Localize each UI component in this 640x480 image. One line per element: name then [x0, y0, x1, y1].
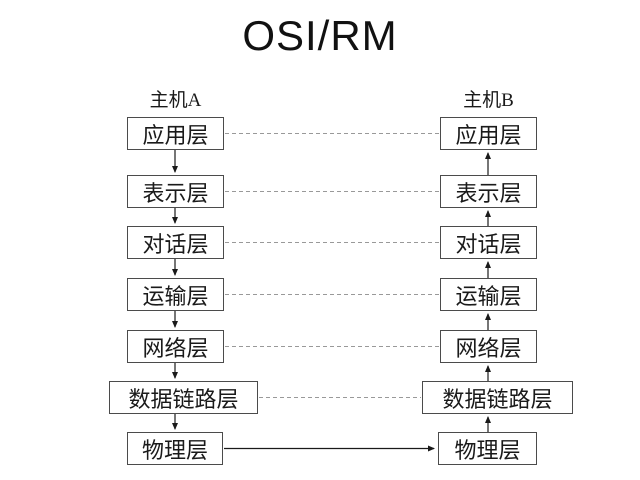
layer-label: 网络层 — [142, 335, 209, 361]
layer-label: 运输层 — [455, 283, 522, 309]
host-b-physical-layer-box: 物理层 — [438, 432, 537, 465]
layer-label: 网络层 — [455, 335, 522, 361]
host-b-label: 主机B — [463, 90, 514, 111]
host-b-network-layer-box: 网络层 — [440, 330, 537, 363]
host-b-transport-layer-box: 运输层 — [440, 278, 537, 311]
layer-label: 运输层 — [142, 283, 209, 309]
host-b-data-link-layer-box: 数据链路层 — [422, 381, 573, 414]
layer-label: 物理层 — [454, 437, 521, 463]
host-a-physical-layer-box: 物理层 — [127, 432, 223, 465]
layer-label: 表示层 — [455, 180, 522, 206]
diagram-title: OSI/RM — [242, 12, 398, 59]
host-a-label: 主机A — [149, 90, 202, 111]
host-b-session-layer-box: 对话层 — [440, 226, 537, 259]
layer-label: 数据链路层 — [128, 386, 239, 412]
layer-label: 应用层 — [455, 122, 522, 148]
layer-label: 数据链路层 — [442, 386, 553, 412]
layer-label: 表示层 — [142, 180, 209, 206]
host-b-application-layer-box: 应用层 — [440, 117, 537, 150]
layer-label: 物理层 — [141, 437, 208, 463]
peer-dashed-link-connectors — [225, 133, 439, 398]
host-a-data-link-layer-box: 数据链路层 — [109, 381, 258, 414]
layer-label: 对话层 — [142, 231, 209, 257]
host-a-application-layer-box: 应用层 — [127, 117, 224, 150]
host-a-presentation-layer-box: 表示层 — [127, 175, 224, 208]
layer-label: 对话层 — [455, 231, 522, 257]
host-a-session-layer-box: 对话层 — [127, 226, 224, 259]
host-a-transport-layer-box: 运输层 — [127, 278, 224, 311]
layer-label: 应用层 — [142, 122, 209, 148]
host-b-presentation-layer-box: 表示层 — [440, 175, 537, 208]
host-a-network-layer-box: 网络层 — [127, 330, 224, 363]
